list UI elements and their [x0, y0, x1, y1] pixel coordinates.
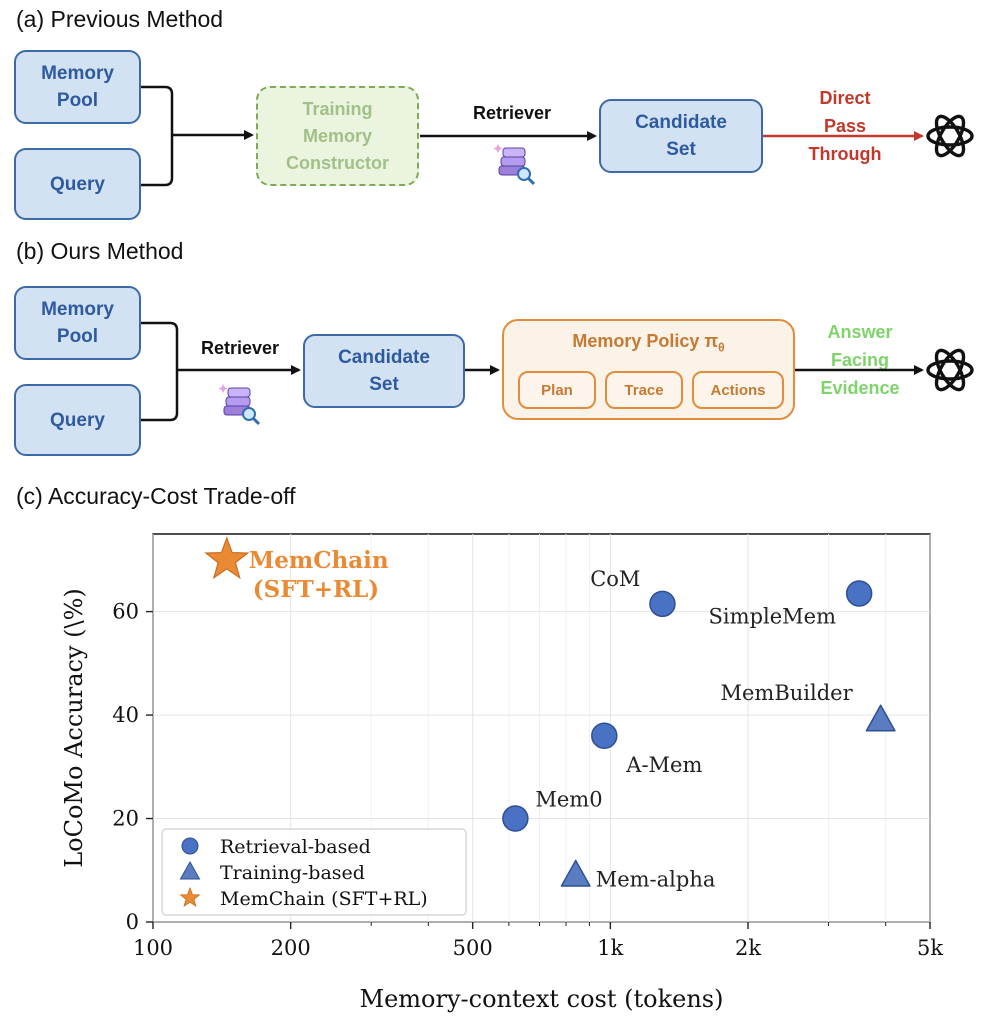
llm-logo-icon-b [926, 348, 974, 392]
diagram-connectors [141, 85, 974, 426]
legend-box [161, 828, 467, 916]
y-tick-label: 0 [126, 910, 139, 934]
panel-a-title: (a) Previous Method [16, 6, 224, 32]
panel-b-title: (b) Ours Method [16, 238, 184, 264]
point-label-a-mem: A-Mem [625, 753, 702, 777]
merge-bracket-a [141, 85, 174, 187]
legend-marker-circle [181, 837, 199, 855]
memory-pool-box-b: Memory Pool [14, 286, 141, 360]
retriever-label-b: Retriever [200, 338, 280, 358]
memory-pool-box-a: Memory Pool [14, 50, 141, 124]
point-com [649, 590, 676, 618]
point-label-simplemem: SimpleMem [709, 604, 837, 628]
query-box-a: Query [14, 148, 141, 220]
memory-policy-box: Memory Policy πθ Plan Trace Actions [502, 319, 795, 420]
legend-label: MemChain (SFT+RL) [220, 888, 428, 910]
point-label-memchain-sft-rl: (SFT+RL) [253, 576, 379, 603]
point-label-membuilder: MemBuilder [720, 681, 853, 705]
x-tick-label: 1k [597, 936, 623, 960]
answer-facing-evidence-label: Answer Facing Evidence [820, 322, 900, 398]
point-simplemem [845, 580, 873, 607]
direct-pass-through-label: Direct Pass Through [808, 88, 882, 164]
chart-ticks: 100 200 500 1k 2k 5k 0 20 40 60 [112, 600, 943, 960]
legend-marker-triangle [179, 860, 201, 880]
point-mem-alpha [560, 859, 591, 887]
memory-policy-title: Memory Policy πθ [572, 331, 725, 355]
point-label-memchain-sft-rl: MemChain [249, 547, 389, 574]
plan-box: Plan [518, 371, 596, 409]
actions-box: Actions [692, 371, 784, 409]
point-memchain-sft-rl [204, 536, 250, 580]
y-tick-label: 20 [112, 807, 139, 831]
trace-box: Trace [605, 371, 683, 409]
merge-bracket-b [141, 321, 179, 422]
candidate-set-box-b: Candidate Set [303, 334, 465, 408]
chart-grid [152, 534, 931, 923]
legend-marker-star [179, 886, 201, 908]
x-tick-label: 500 [453, 936, 493, 960]
candidate-set-box-a: Candidate Set [599, 99, 763, 173]
training-memory-constructor-box: Training Memory Constructor [256, 86, 419, 186]
point-a-mem [591, 722, 618, 750]
point-label-com: CoM [590, 567, 640, 591]
y-tick-label: 60 [112, 600, 139, 624]
y-axis-label: LoCoMo Accuracy (\%) [60, 588, 88, 868]
x-tick-label: 100 [133, 936, 173, 960]
x-axis-label: Memory-context cost (tokens) [360, 985, 724, 1013]
legend-label: Training-based [220, 862, 365, 884]
x-tick-label: 5k [917, 936, 943, 960]
x-tick-label: 2k [735, 936, 761, 960]
legend-label: Retrieval-based [220, 836, 371, 858]
panel-c-title: (c) Accuracy-Cost Trade-off [16, 483, 296, 509]
retriever-icon-a [493, 144, 536, 186]
point-label-mem-alpha: Mem-alpha [596, 867, 716, 891]
retriever-label-a: Retriever [472, 103, 552, 123]
point-mem0 [502, 805, 529, 832]
point-membuilder [865, 704, 896, 732]
y-tick-label: 40 [112, 703, 139, 727]
retriever-icon-b [218, 384, 261, 426]
llm-logo-icon-a [926, 114, 974, 158]
x-tick-label: 200 [271, 936, 311, 960]
accuracy-cost-chart: 100 200 500 1k 2k 5k 0 20 40 60 Mem0 A-Mem CoM Simpl… [60, 533, 943, 1013]
point-label-mem0: Mem0 [535, 788, 602, 812]
query-box-b: Query [14, 384, 141, 456]
